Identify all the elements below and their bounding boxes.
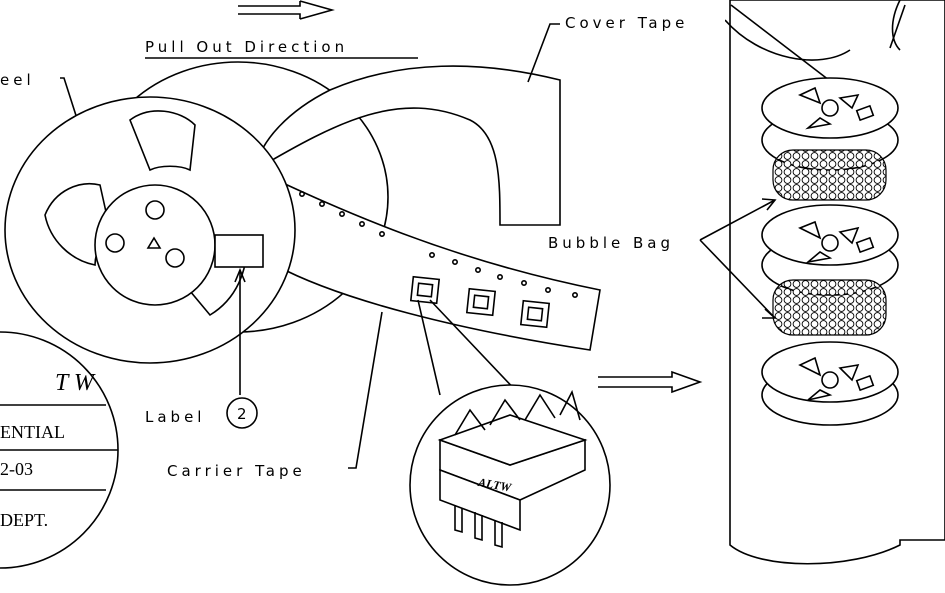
stamp-line1: ENTIAL — [0, 422, 65, 442]
part-marking: ALTW — [476, 475, 513, 495]
carrier-tape-leader — [348, 311, 383, 469]
carrier-tape — [253, 168, 601, 351]
pull-out-label: Pull Out Direction — [145, 38, 348, 56]
stamp-line2: 2-03 — [0, 459, 33, 479]
hub-screw — [165, 248, 185, 268]
label-number: 2 — [237, 405, 251, 423]
carrier-tape-label: Carrier Tape — [167, 462, 306, 480]
to-bag-arrow — [598, 370, 703, 394]
reel-label: eel — [0, 71, 35, 89]
company-stamp — [0, 331, 119, 569]
cover-tape-leader — [527, 23, 560, 83]
connector-part — [437, 389, 588, 549]
bubble-wrap — [772, 149, 887, 201]
bagged-reel — [761, 341, 899, 426]
bubble-bag-leader — [699, 199, 776, 319]
cover-tape — [253, 65, 561, 226]
bubble-wrap — [772, 279, 887, 336]
bag-leader — [889, 4, 906, 49]
pull-out-arrow — [238, 0, 335, 20]
bubble-bag-label: Bubble Bag — [548, 234, 674, 252]
sprocket-holes — [278, 181, 578, 298]
tape-pockets — [409, 275, 551, 329]
reel-hub — [94, 184, 216, 306]
hub-screw — [105, 233, 125, 253]
stamp-logo: T W — [55, 370, 96, 396]
stamp-line3: DEPT. — [0, 510, 48, 530]
hub-center — [146, 236, 162, 249]
label-callout: Label — [145, 408, 205, 426]
reel-leader — [60, 77, 81, 129]
zoom-lines — [417, 299, 521, 396]
reel-label-box — [214, 234, 264, 268]
cover-tape-label: Cover Tape — [565, 14, 688, 32]
hub-screw — [145, 200, 165, 220]
label-circle — [226, 397, 258, 429]
